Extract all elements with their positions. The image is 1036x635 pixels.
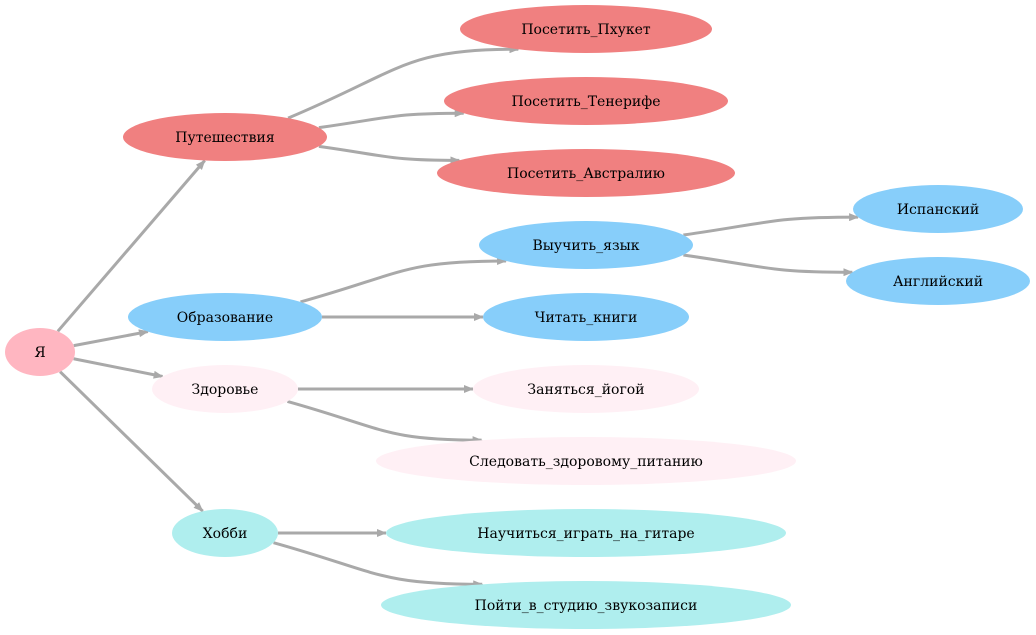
node-books[interactable]: Читать_книги (483, 293, 689, 341)
node-label: Я (34, 345, 45, 361)
edge-education-to-language (300, 256, 508, 304)
edge-travel-to-australia (318, 144, 461, 165)
edge-health-to-diet (287, 400, 483, 445)
node-label: Пойти_в_студию_звукозаписи (475, 598, 698, 614)
node-label: Образование (177, 310, 273, 326)
node-ellipse (846, 257, 1030, 305)
node-label: Следовать_здоровому_питанию (469, 454, 703, 470)
node-label: Посетить_Австралию (507, 166, 665, 182)
node-education[interactable]: Образование (128, 293, 322, 341)
edge-travel-to-tenerife (318, 109, 465, 130)
node-ellipse (460, 5, 712, 53)
node-hobby[interactable]: Хобби (172, 509, 278, 557)
node-label: Выучить_язык (533, 238, 640, 254)
node-ellipse (444, 77, 728, 125)
node-ellipse (381, 581, 791, 629)
edge-language-to-english (683, 253, 854, 277)
node-studio[interactable]: Пойти_в_студию_звукозаписи (381, 581, 791, 629)
node-label: Здоровье (192, 382, 259, 398)
node-english[interactable]: Английский (846, 257, 1030, 305)
node-ellipse (386, 509, 786, 557)
node-me[interactable]: Я (5, 328, 75, 376)
node-label: Посетить_Тенерифе (512, 94, 661, 110)
node-ellipse (5, 328, 75, 376)
node-label: Научиться_играть_на_гитаре (477, 526, 694, 542)
node-label: Путешествия (175, 130, 275, 146)
node-spanish[interactable]: Испанский (853, 185, 1023, 233)
node-label: Заняться_йогой (527, 382, 644, 398)
node-label: Читать_книги (535, 310, 638, 326)
edge-language-to-spanish (683, 213, 860, 237)
node-yoga[interactable]: Заняться_йогой (473, 365, 699, 413)
node-label: Английский (893, 274, 983, 290)
node-ellipse (437, 149, 735, 197)
node-travel[interactable]: Путешествия (123, 113, 327, 161)
node-health[interactable]: Здоровье (152, 365, 298, 413)
node-ellipse (473, 365, 699, 413)
node-ellipse (483, 293, 689, 341)
node-australia[interactable]: Посетить_Австралию (437, 149, 735, 197)
node-phuket[interactable]: Посетить_Пхукет (460, 5, 712, 53)
edge-me-to-health (73, 357, 164, 379)
node-ellipse (479, 221, 693, 269)
node-label: Испанский (897, 202, 979, 218)
node-ellipse (152, 365, 298, 413)
node-tenerife[interactable]: Посетить_Тенерифе (444, 77, 728, 125)
edge-travel-to-phuket (287, 45, 520, 120)
node-ellipse (172, 509, 278, 557)
node-language[interactable]: Выучить_язык (479, 221, 693, 269)
node-ellipse (853, 185, 1023, 233)
edge-hobby-to-studio (273, 541, 484, 589)
node-guitar[interactable]: Научиться_играть_на_гитаре (386, 509, 786, 557)
edge-me-to-travel (56, 159, 206, 333)
node-label: Хобби (203, 526, 248, 542)
node-ellipse (376, 437, 796, 485)
node-diet[interactable]: Следовать_здоровому_питанию (376, 437, 796, 485)
node-label: Посетить_Пхукет (521, 22, 651, 38)
node-ellipse (128, 293, 322, 341)
edge-me-to-education (73, 329, 149, 348)
edge-me-to-hobby (59, 370, 204, 513)
node-ellipse (123, 113, 327, 161)
